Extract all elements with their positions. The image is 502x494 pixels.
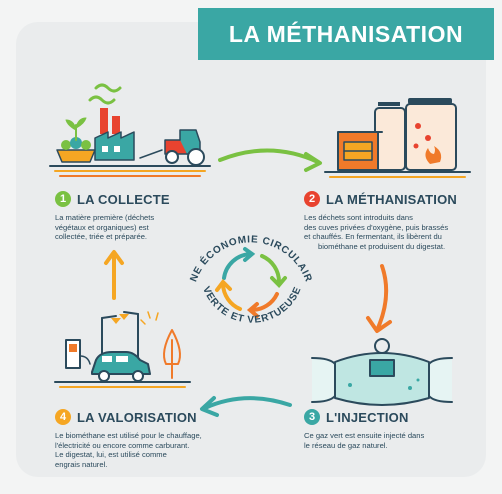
page-title: LA MÉTHANISATION (228, 21, 464, 47)
injection-illustration (311, 338, 453, 406)
step-title: LA VALORISATION (77, 409, 197, 425)
step-title: L'INJECTION (326, 409, 409, 425)
arrow-methanisation-to-injection (376, 264, 389, 330)
arrow-head-1 (304, 152, 322, 172)
step-number-badge: 4 (55, 409, 71, 425)
arrow-injection-to-valorisation (203, 396, 292, 410)
title-banner (198, 8, 494, 60)
arrow-collecte-to-methanisation (218, 148, 320, 164)
step-title: LA MÉTHANISATION (326, 191, 458, 207)
step-description: Le biométhane est utilisé pour le chauff… (55, 431, 202, 469)
arrow-head-3 (200, 396, 219, 417)
step-title: LA COLLECTE (77, 191, 170, 207)
methanisation-illustration (324, 98, 471, 178)
arrow-head-2 (366, 316, 392, 333)
step-description: Les déchets sont introduits dans des cuv… (304, 213, 449, 251)
step-collecte: 1 LA COLLECTE La matière première (déche… (55, 191, 245, 242)
step-description: La matière première (déchets végétaux et… (55, 213, 155, 242)
step-description: Ce gaz vert est ensuite injecté dans le … (304, 431, 425, 450)
step-number-badge: 2 (304, 191, 320, 207)
collection-illustration (49, 83, 211, 177)
step-number-badge: 1 (55, 191, 71, 207)
valorisation-illustration (54, 311, 191, 388)
circular-cycle-icon (215, 247, 287, 318)
step-valorisation: 4 LA VALORISATION Le biométhane est util… (55, 409, 255, 469)
step-number-badge: 3 (304, 409, 320, 425)
step-methanisation: 2 LA MÉTHANISATION Les déchets sont intr… (304, 191, 494, 251)
arrow-head-4 (104, 250, 124, 265)
step-injection: 3 L'INJECTION Ce gaz vert est ensuite in… (304, 409, 494, 450)
